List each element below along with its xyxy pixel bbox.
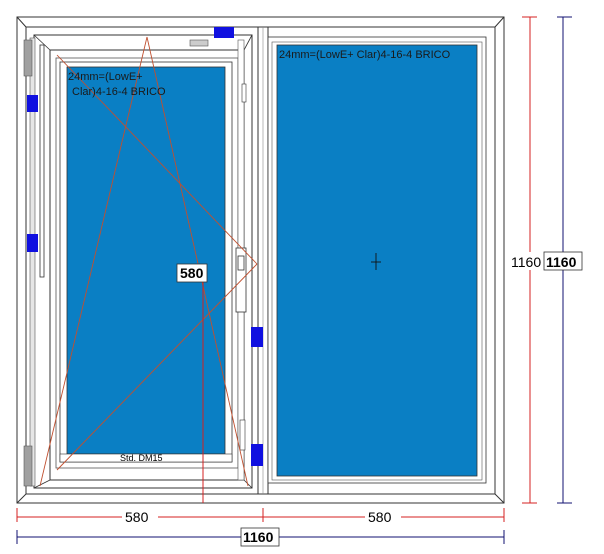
width-total-label: 1160	[243, 529, 274, 545]
bottom-hinge-icon	[23, 445, 33, 487]
tilt-opening-line	[146, 36, 249, 487]
left-glass-pane	[66, 66, 226, 455]
hinges	[23, 39, 209, 487]
left-glass-label-line2: Clar)4-16-4 BRICO	[72, 86, 166, 98]
width-dimension-total: 1160	[16, 527, 505, 547]
height-dimension-total: 1160	[543, 16, 583, 504]
keep-icon	[27, 95, 38, 112]
turn-opening-line	[56, 263, 258, 471]
keep-icon	[27, 234, 38, 252]
top-scissor-stay-icon	[189, 39, 209, 47]
mullion	[257, 26, 269, 495]
profile-label: Std. DM15	[120, 453, 163, 463]
hardware-keeps	[27, 27, 263, 466]
height-partial-label: 1160	[511, 254, 541, 270]
keep-icon	[214, 27, 234, 38]
handle-height-dimension: 580	[176, 263, 208, 503]
left-sash	[29, 34, 253, 489]
handle-height-label: 580	[180, 265, 204, 281]
height-dimension-partial: 1160	[510, 16, 544, 504]
right-glass-pane	[276, 44, 478, 477]
left-glass-label-line1: 24mm=(LowE+	[68, 71, 143, 83]
width-left-label: 580	[125, 509, 149, 525]
keep-icon	[251, 327, 263, 347]
top-hinge-icon	[23, 39, 33, 77]
tilt-opening-line	[39, 36, 148, 487]
turn-opening-line	[56, 54, 258, 265]
keep-icon	[251, 444, 263, 466]
width-right-label: 580	[368, 509, 392, 525]
right-fixed-panel	[267, 36, 487, 484]
height-total-label: 1160	[546, 254, 577, 270]
width-dimension-partial: 580 580	[16, 508, 505, 525]
right-glass-label: 24mm=(LowE+ Clar)4-16-4 BRICO	[279, 49, 451, 61]
opening-symbol	[39, 36, 258, 487]
